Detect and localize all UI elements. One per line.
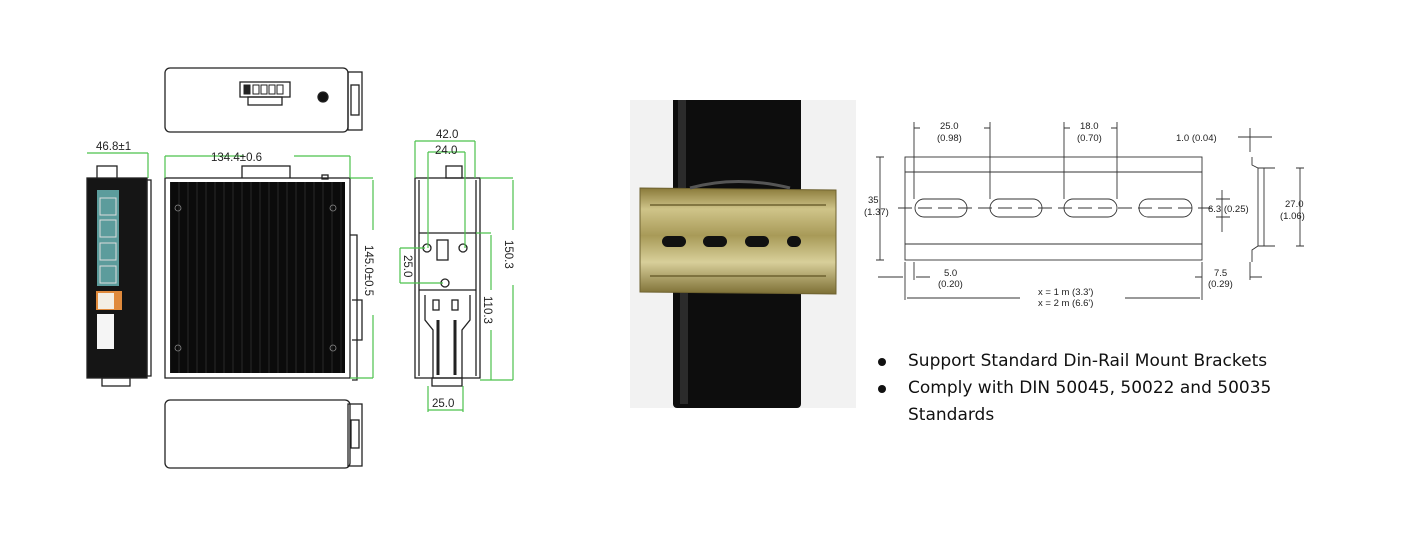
dim-front-width: 46.8±1	[96, 141, 131, 153]
dim-pitch-in: (0.98)	[937, 133, 962, 144]
feature-list: Support Standard Din-Rail Mount Brackets…	[876, 348, 1316, 429]
bullet-icon	[878, 358, 886, 366]
feature-text: Comply with DIN 50045, 50022 and 50035 S…	[908, 378, 1272, 425]
feature-text: Support Standard Din-Rail Mount Brackets	[908, 351, 1268, 371]
dimension-lines	[87, 140, 514, 412]
dim-profile-depth-in: (1.06)	[1280, 211, 1305, 222]
dim-slot-length: 18.0	[1080, 121, 1099, 132]
dim-end-in: (0.29)	[1208, 279, 1233, 290]
end-view	[414, 165, 481, 387]
dim-start-in: (0.20)	[938, 279, 963, 290]
din-rail-photo	[630, 100, 856, 408]
dim-clip-bottom: 25.0	[432, 398, 454, 410]
dim-pitch: 25.0	[940, 121, 959, 132]
din-rail-drawing	[876, 122, 1304, 300]
top-view	[164, 67, 363, 133]
dim-start: 5.0	[944, 268, 957, 279]
dim-width-in: (1.37)	[864, 207, 889, 218]
dim-total-height: 150.3	[502, 240, 514, 269]
dim-height: 145.0±0.5	[362, 245, 374, 296]
dim-end: 7.5	[1214, 268, 1227, 279]
dim-profile-depth: 27.0	[1285, 199, 1304, 210]
dim-depth: 42.0	[436, 129, 458, 141]
bottom-view	[164, 399, 363, 469]
dim-thickness: 1.0 (0.04)	[1176, 133, 1217, 144]
dim-width: 35	[868, 195, 879, 206]
switch-dimension-labels: 46.8±1 134.4±0.6 145.0±0.5 42.0 24.0 25.…	[96, 129, 514, 410]
side-view	[164, 165, 363, 381]
dim-length-1m: x = 1 m (3.3')	[1038, 287, 1093, 298]
front-view	[86, 165, 152, 387]
dim-slot-width: 6.3 (0.25)	[1208, 204, 1249, 215]
rail-dimension-labels: 25.0 (0.98) 18.0 (0.70) 1.0 (0.04) 35 (1…	[864, 121, 1305, 309]
dim-slot-length-in: (0.70)	[1077, 133, 1102, 144]
feature-item: Support Standard Din-Rail Mount Brackets	[876, 348, 1316, 375]
switch-drawing	[86, 67, 514, 469]
dim-length: 134.4±0.6	[211, 152, 262, 164]
dim-clip-width: 24.0	[435, 145, 457, 157]
dim-clip-offset: 25.0	[401, 255, 413, 277]
dim-clip-height: 110.3	[481, 296, 493, 324]
feature-item: Comply with DIN 50045, 50022 and 50035 S…	[876, 375, 1316, 429]
dim-length-2m: x = 2 m (6.6')	[1038, 298, 1093, 309]
bullet-icon	[878, 385, 886, 393]
